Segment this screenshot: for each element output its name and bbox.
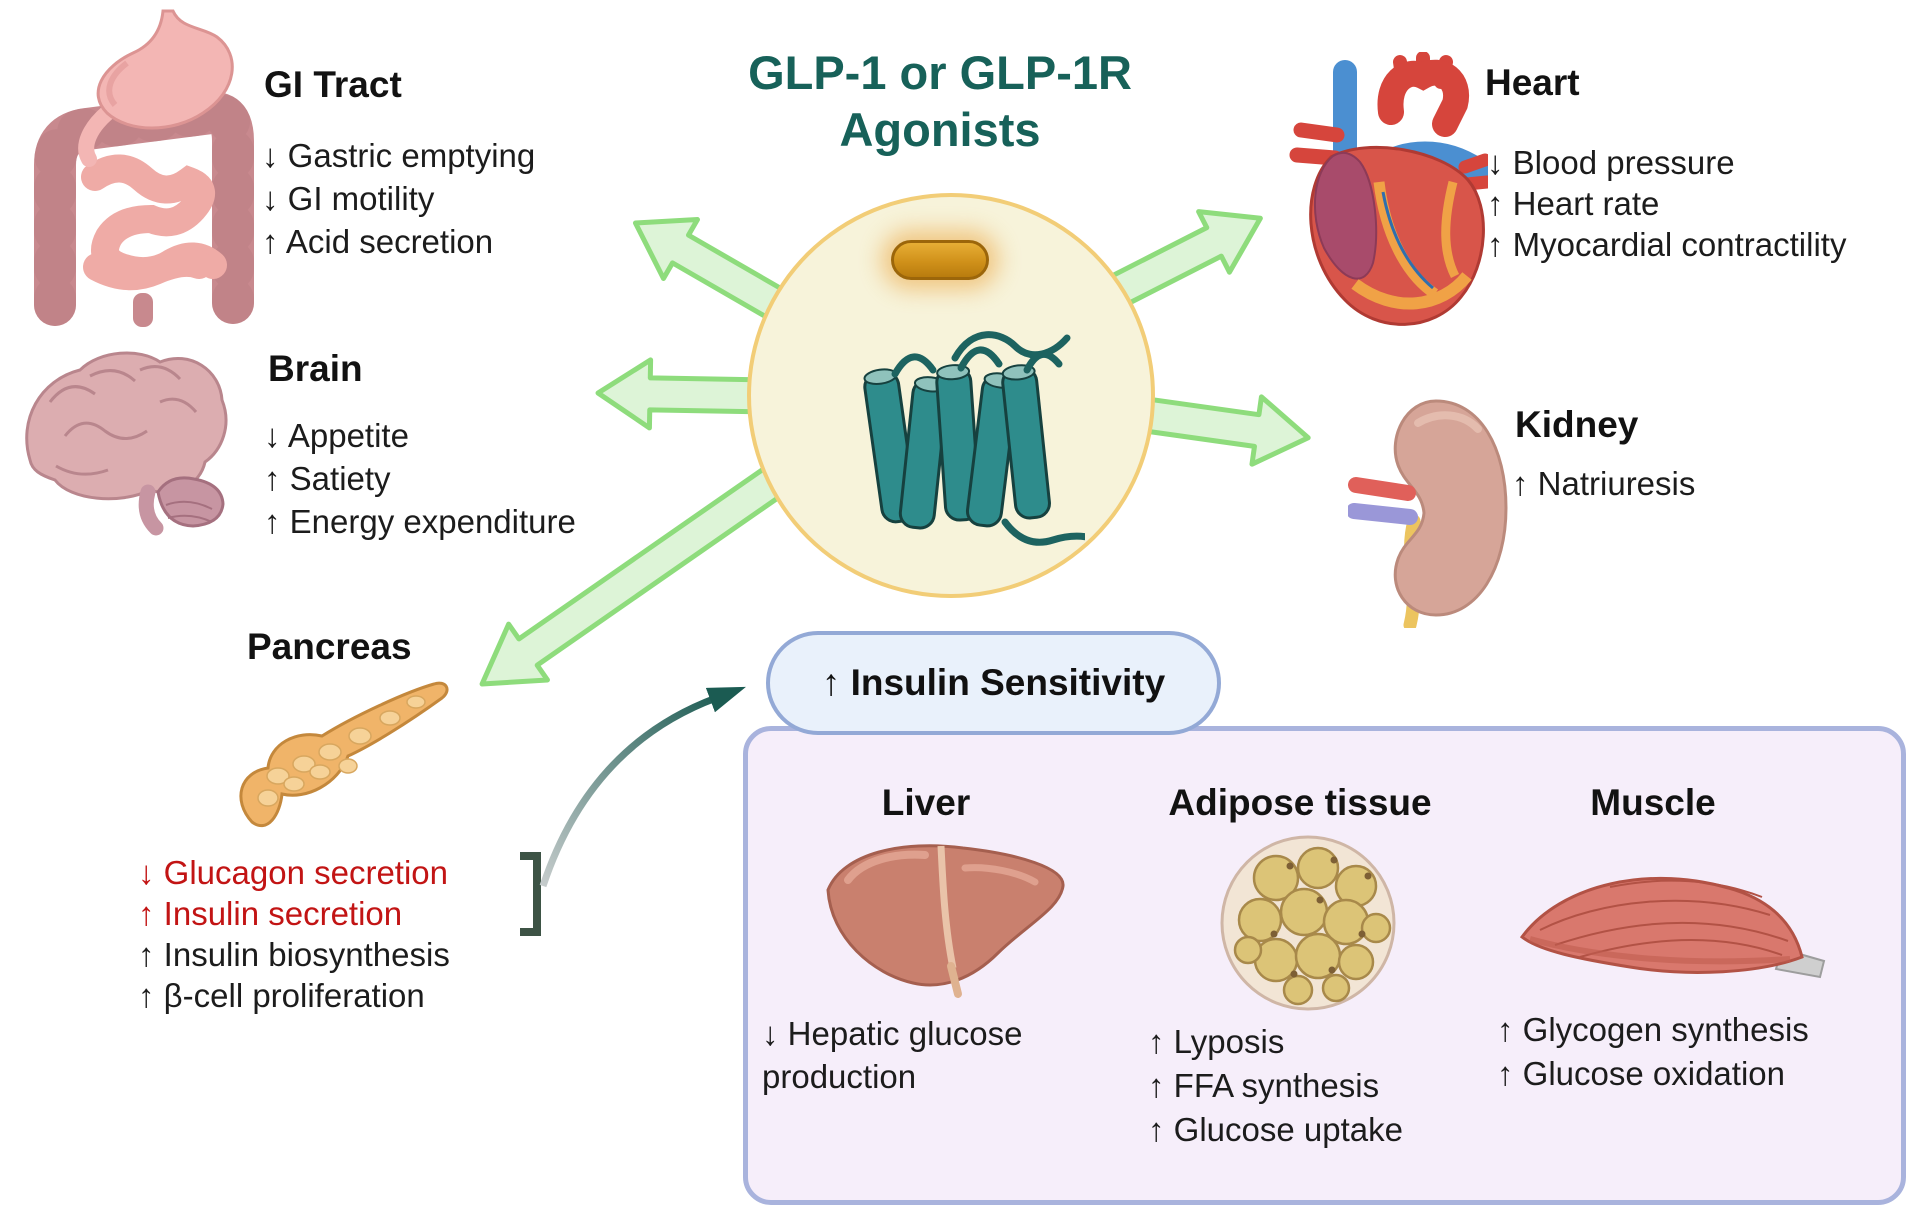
list-item: ↑ Glucose uptake — [1148, 1111, 1403, 1148]
list-item: ↑ FFA synthesis — [1148, 1067, 1380, 1104]
kidney-heading: Kidney — [1515, 404, 1639, 445]
list-item: ↓ Gastric emptying — [262, 137, 536, 174]
list-item: ↑ Glucose oxidation — [1497, 1055, 1785, 1092]
title-line-1: GLP-1 or GLP-1R — [748, 46, 1132, 99]
list-item: ↓ Glucagon secretion — [138, 854, 449, 891]
liver-effects: ↓ Hepatic glucose production — [762, 1012, 1062, 1098]
list-item: ↑ Insulin secretion — [138, 895, 403, 932]
curved-arrow-to-insulin-sensitivity — [539, 686, 746, 888]
title-line-2: Agonists — [839, 103, 1041, 156]
gi-tract-effects: ↓ Gastric emptying ↓ GI motility ↑ Acid … — [262, 134, 535, 263]
muscle-effects: ↑ Glycogen synthesis ↑ Glucose oxidation — [1497, 1008, 1809, 1096]
list-item: ↑ Myocardial contractility — [1487, 226, 1847, 263]
brain-effects: ↓ Appetite ↑ Satiety ↑ Energy expenditur… — [264, 414, 576, 543]
list-item: ↑ Insulin biosynthesis — [138, 936, 450, 973]
list-item: ↓ Appetite — [264, 417, 409, 454]
pancreas-heading: Pancreas — [247, 626, 412, 667]
kidney-effects: ↑ Natriuresis — [1512, 462, 1695, 505]
list-item: ↓ Blood pressure — [1487, 144, 1735, 181]
liver-heading: Liver — [881, 782, 971, 823]
gi-tract-icon — [34, 9, 254, 327]
page-title: GLP-1 or GLP-1R Agonists — [700, 44, 1180, 158]
list-item: ↑ Energy expenditure — [264, 503, 576, 540]
list-item: ↑ Natriuresis — [1512, 465, 1696, 502]
adipose-effects: ↑ Lyposis ↑ FFA synthesis ↑ Glucose upta… — [1148, 1020, 1403, 1152]
list-item: ↑ Satiety — [264, 460, 391, 497]
muscle-heading: Muscle — [1590, 782, 1716, 823]
list-item: ↑ Glycogen synthesis — [1497, 1011, 1809, 1048]
insulin-sensitivity-badge: ↑ Insulin Sensitivity — [766, 631, 1221, 735]
gi-tract-heading: GI Tract — [264, 64, 402, 105]
pancreas-effects: ↓ Glucagon secretion ↑ Insulin secretion… — [138, 852, 450, 1016]
drug-capsule-icon — [891, 240, 989, 280]
list-item: ↓ Hepatic glucose production — [762, 1015, 1023, 1095]
pancreas-icon — [239, 681, 449, 827]
heart-icon — [1289, 52, 1488, 326]
heart-effects: ↓ Blood pressure ↑ Heart rate ↑ Myocardi… — [1487, 142, 1846, 265]
brain-icon — [25, 351, 228, 536]
list-item: ↑ Acid secretion — [262, 223, 494, 260]
insulin-sensitivity-label: ↑ Insulin Sensitivity — [821, 662, 1166, 703]
list-item: ↑ Lyposis — [1148, 1023, 1285, 1060]
bracket-secretion-group — [520, 852, 541, 936]
arrow-to-brain — [595, 357, 773, 431]
list-item: ↑ Heart rate — [1487, 185, 1660, 222]
adipose-heading: Adipose tissue — [1168, 782, 1432, 823]
list-item: ↓ GI motility — [262, 180, 435, 217]
heart-heading: Heart — [1485, 62, 1580, 103]
brain-heading: Brain — [268, 348, 363, 389]
kidney-icon — [1348, 399, 1508, 628]
list-item: ↑ β-cell proliferation — [138, 977, 425, 1014]
